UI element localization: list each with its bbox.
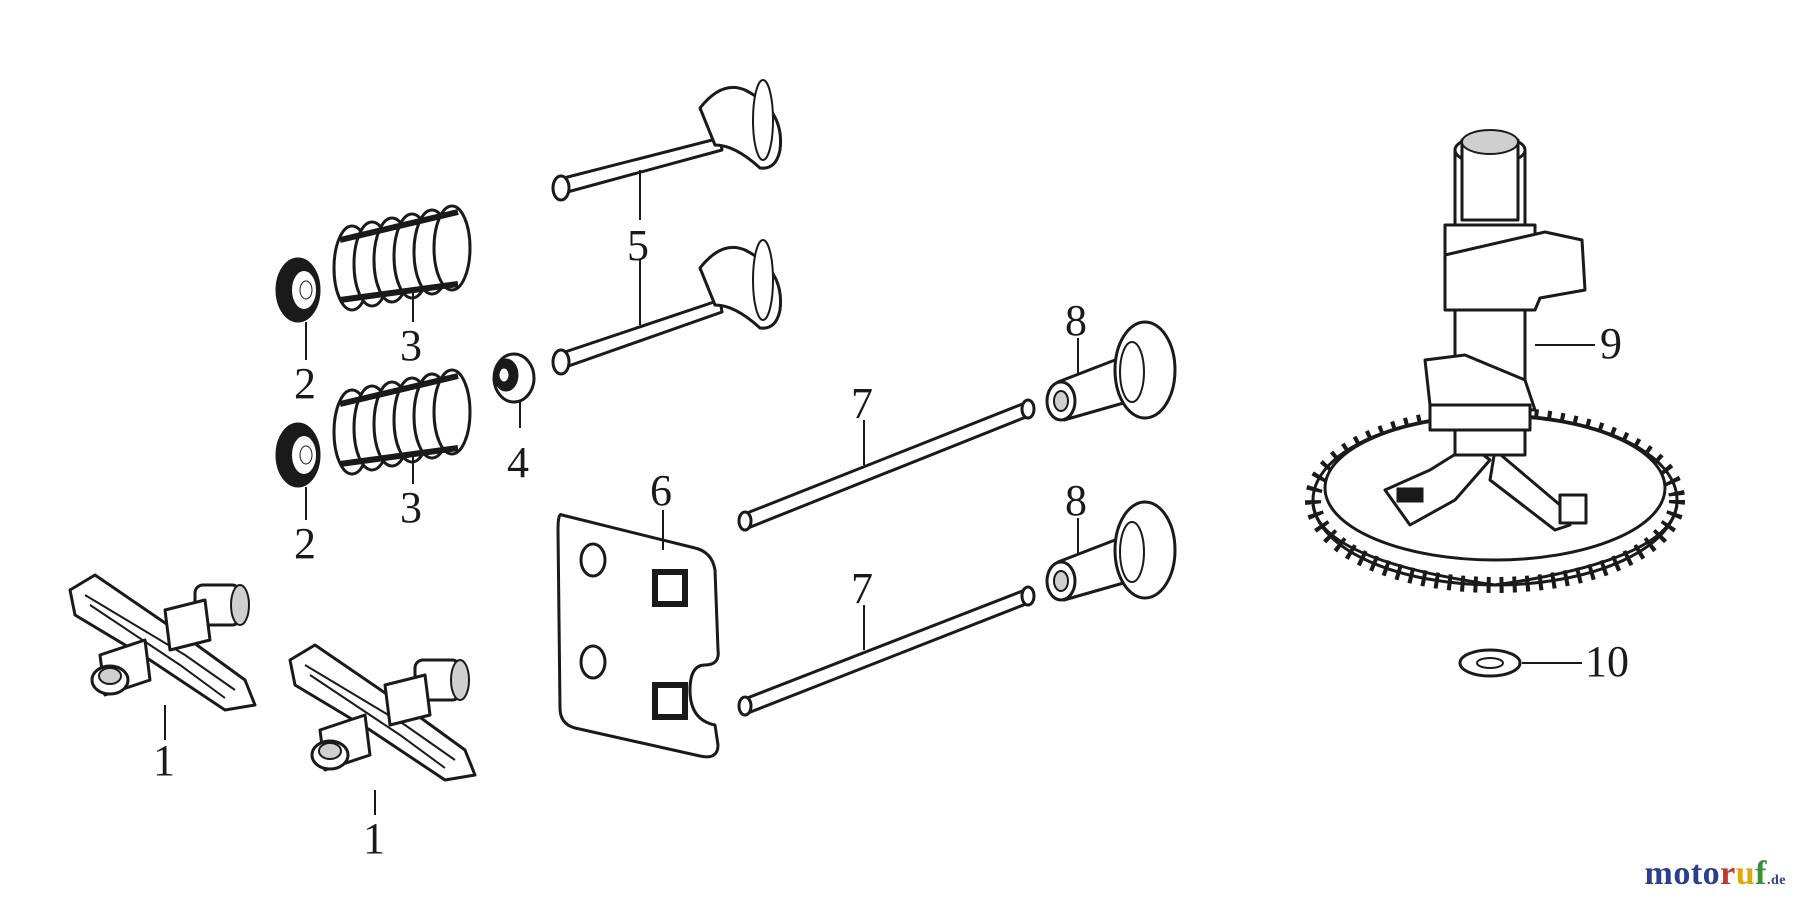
- callout-10: 10: [1585, 637, 1629, 686]
- tappet-bottom: [1045, 500, 1177, 602]
- rocker-arm-right: [288, 643, 477, 782]
- watermark-suffix: .de: [1767, 873, 1786, 888]
- callout-2a: 2: [294, 359, 316, 408]
- callout-1a: 1: [153, 736, 175, 785]
- callout-1b: 1: [363, 814, 385, 863]
- watermark-letter-o1: o: [1673, 855, 1691, 892]
- camshaft-gear-assembly: [1305, 129, 1685, 593]
- washer: [1458, 648, 1522, 678]
- tappet-top: [1045, 320, 1177, 422]
- rocker-arm-left: [68, 573, 257, 712]
- callout-8b: 8: [1065, 476, 1087, 525]
- watermark-letter-o2: o: [1702, 855, 1721, 892]
- callout-3b: 3: [400, 483, 422, 532]
- guide-plate: [556, 513, 720, 759]
- valve-bottom: [551, 239, 783, 376]
- watermark-letter-t: t: [1690, 855, 1703, 892]
- spring-retainer-bottom: [275, 422, 321, 488]
- valve-rotator: [492, 352, 536, 404]
- watermark-letter-u: u: [1735, 855, 1756, 892]
- valve-spring-bottom: [332, 368, 472, 476]
- callout-7b: 7: [851, 564, 873, 613]
- spring-retainer-top: [275, 257, 321, 323]
- watermark-letter-f: f: [1755, 855, 1767, 892]
- callout-9: 9: [1600, 319, 1622, 368]
- callout-8a: 8: [1065, 296, 1087, 345]
- watermark-letter-m: m: [1644, 855, 1674, 892]
- motoruf-watermark-logo: motoruf.de: [1645, 855, 1787, 893]
- callout-3a: 3: [400, 321, 422, 370]
- callout-4: 4: [507, 438, 529, 487]
- callout-5: 5: [627, 221, 649, 270]
- callout-2b: 2: [294, 519, 316, 568]
- watermark-letter-r: r: [1720, 855, 1736, 892]
- callout-6: 6: [650, 466, 672, 515]
- valve-spring-top: [332, 204, 472, 312]
- push-rod-top: [737, 398, 1036, 532]
- push-rod-bottom: [737, 585, 1036, 717]
- valve-top: [551, 79, 783, 202]
- callout-7a: 7: [851, 379, 873, 428]
